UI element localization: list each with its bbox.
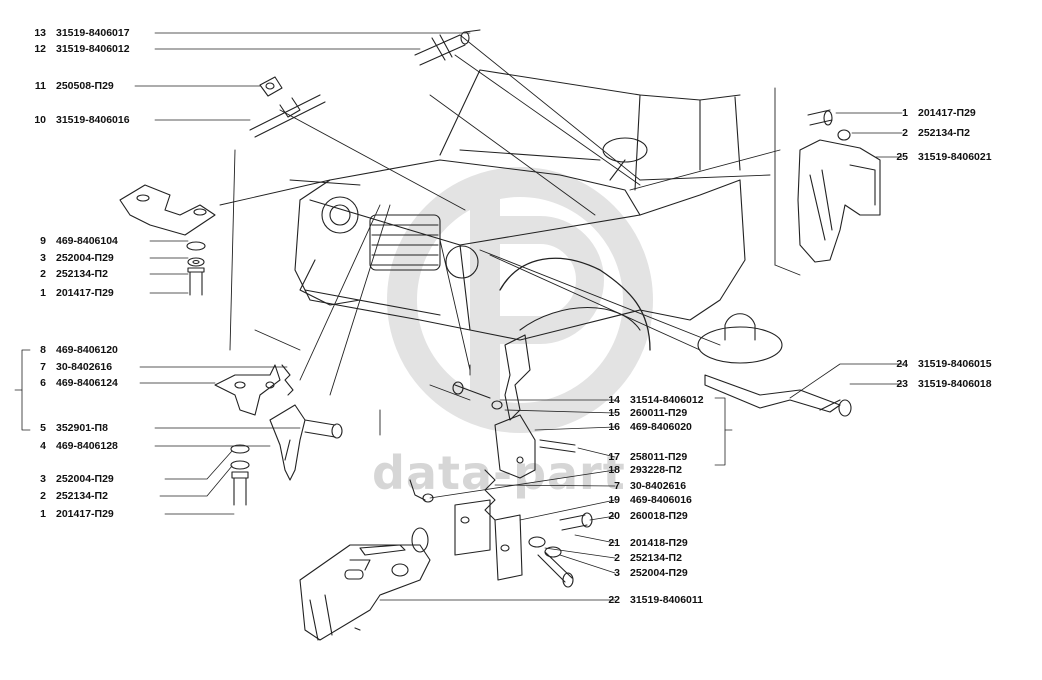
latch-469-8406120: [214, 364, 343, 506]
callout-leaders: [14, 32, 903, 601]
lock-base-31519-8406011: [299, 527, 431, 641]
pin-parts-top: [249, 29, 481, 138]
lock-mechanism-center: [409, 334, 593, 588]
vehicle-body: [294, 69, 746, 351]
bracket-31519-8406021: [797, 109, 881, 263]
striker-31519-8406015: [697, 313, 852, 417]
leader-lines: [219, 34, 801, 436]
bracket-469-8406104: [119, 184, 216, 296]
